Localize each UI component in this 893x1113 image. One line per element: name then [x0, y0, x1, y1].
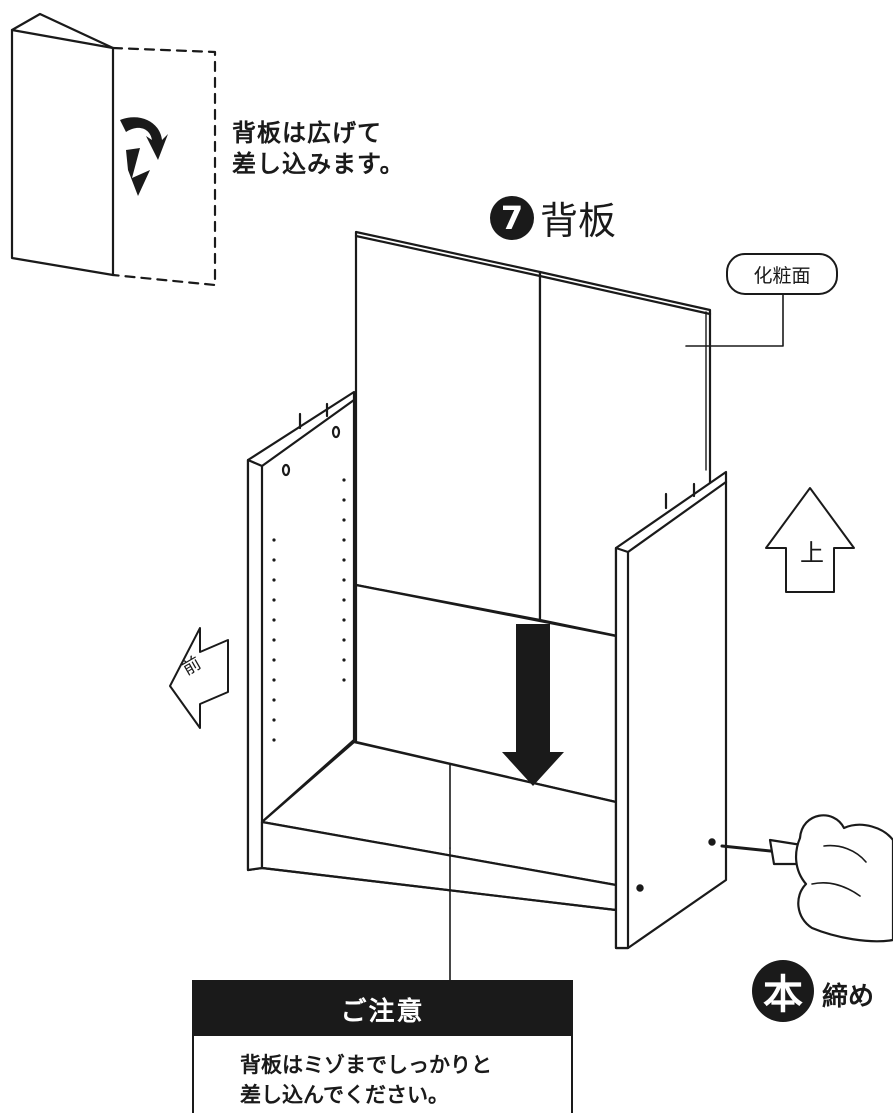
folded-panel-back-edge	[10, 12, 115, 50]
left-side-panel	[246, 390, 356, 872]
step-heading: 7 背板	[490, 190, 616, 245]
step-title: 背板	[540, 199, 617, 243]
up-direction-arrow-icon	[765, 487, 855, 593]
caution-line2: 差し込んでください。	[240, 1083, 449, 1107]
screw-instruction: 締め	[822, 982, 875, 1012]
screw-badge: 本	[752, 960, 814, 1022]
fold-instruction: 背板は広げて 差し込みます。	[232, 118, 405, 180]
caution-box: ご注意 背板はミゾまでしっかりと 差し込んでください。	[192, 980, 573, 1113]
cabinet-bottom	[260, 583, 618, 912]
screwdriver-hand-icon	[720, 814, 893, 943]
back-panel	[354, 230, 712, 657]
up-label: 上	[800, 539, 824, 567]
step-number-badge: 7	[490, 195, 534, 240]
caution-line1: 背板はミゾまでしっかりと	[240, 1053, 492, 1077]
finish-leader-line	[685, 287, 784, 347]
folded-panel-front	[10, 28, 115, 277]
caution-body: 背板はミゾまでしっかりと 差し込んでください。	[194, 1036, 571, 1110]
front-direction-arrow-icon	[169, 627, 229, 729]
finish-side-label: 化粧面	[726, 253, 838, 295]
caution-title: ご注意	[194, 982, 571, 1036]
fold-instruction-line2: 差し込みます。	[232, 150, 405, 178]
insert-down-arrow-icon	[502, 624, 564, 786]
folded-panel-illustration	[10, 12, 217, 287]
right-side-panel	[614, 470, 728, 950]
unfolded-panel-outline	[111, 46, 217, 287]
unfold-arrow-icon	[120, 117, 168, 160]
fold-instruction-line1: 背板は広げて	[232, 119, 382, 147]
shelf-pin-holes-left	[272, 478, 346, 742]
unfold-arrow-tail-icon	[126, 148, 150, 196]
